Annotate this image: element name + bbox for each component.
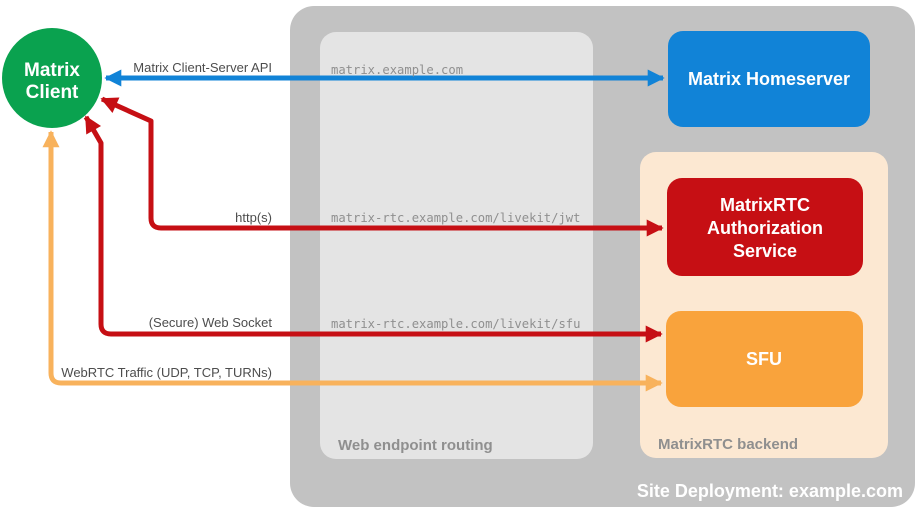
matrix-client-node (2, 28, 102, 128)
webrtc-traffic-arrow (42, 130, 663, 392)
endpoint-livekit-jwt: matrix-rtc.example.com/livekit/jwt (331, 211, 580, 225)
webrtc-traffic-arrow-label: WebRTC Traffic (UDP, TCP, TURNs) (61, 365, 272, 380)
site-deployment-label: Site Deployment: example.com (637, 481, 903, 501)
matrixrtc-backend-label: MatrixRTC backend (658, 436, 798, 453)
matrix-homeserver-label: Matrix Homeserver (688, 69, 850, 89)
auth-service-label-line1: MatrixRTC (720, 195, 810, 215)
auth-service-label-line2: Authorization (707, 218, 823, 238)
auth-service-label-line3: Service (733, 241, 797, 261)
web-endpoint-routing-label: Web endpoint routing (338, 437, 493, 454)
sfu-label: SFU (746, 349, 782, 369)
client-server-api-arrow-label: Matrix Client-Server API (133, 60, 272, 75)
endpoint-livekit-sfu: matrix-rtc.example.com/livekit/sfu (331, 317, 580, 331)
matrixrtc-authorization-service-node (667, 178, 863, 276)
web-endpoint-routing-container (320, 32, 593, 459)
https-arrow-label: http(s) (235, 210, 272, 225)
sfu-node (666, 311, 863, 407)
matrix-homeserver-node (668, 31, 870, 127)
endpoint-homeserver: matrix.example.com (331, 63, 463, 77)
matrix-client-label-line1: Matrix (24, 60, 80, 81)
matrix-client-label-line2: Client (26, 82, 79, 103)
websocket-arrow-label: (Secure) Web Socket (149, 315, 273, 330)
